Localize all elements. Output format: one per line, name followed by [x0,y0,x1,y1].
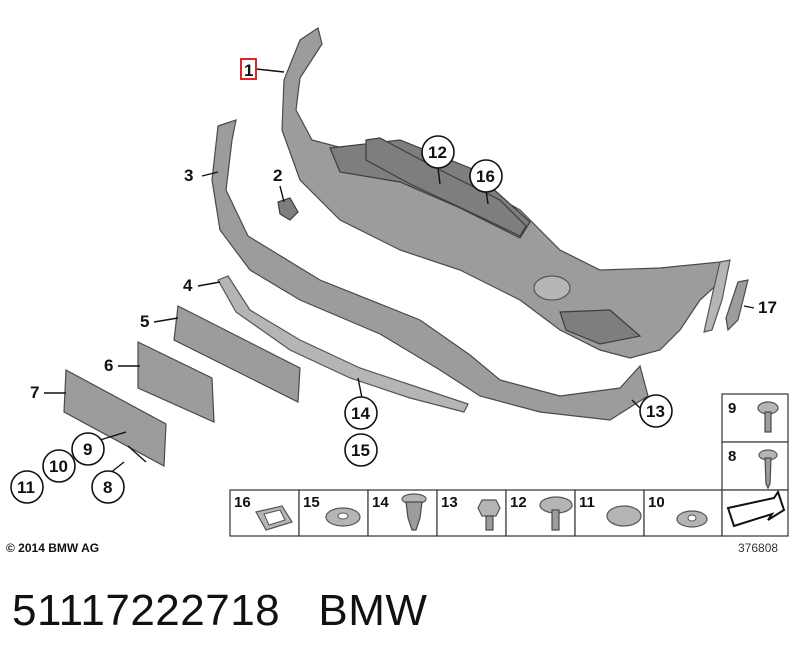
plate-base-part [173,305,301,403]
hardware-label-14: 14 [372,494,389,511]
brand-name: BMW [318,586,428,635]
callout-10-circle [42,449,76,483]
direction-arrow-icon [726,489,786,528]
callout-3: 3 [184,166,193,185]
callout-15-circle [344,433,378,467]
hardware-label-13: 13 [441,494,458,511]
cap-icon [606,505,642,527]
callout-4: 4 [183,276,193,295]
bracket-part [277,197,299,221]
callout-12-circle [421,135,455,169]
callout-9-circle [71,432,105,466]
plate-holder-part [137,341,215,423]
hardware-label-15: 15 [303,494,320,511]
chrome-strip-part [217,275,469,413]
copyright-notice: © 2014 BMW AG [6,541,100,555]
parts-diagram: 1 2 3 4 5 6 7 17 12 16 14 15 13 9 10 11 … [10,27,789,537]
callout-16: 16 [476,167,495,186]
callout-6: 6 [104,356,113,375]
hardware-label-12: 12 [510,494,527,511]
highlight-box [240,58,257,80]
hardware-label-11: 11 [579,494,595,511]
hardware-label-16: 16 [234,494,251,511]
callout-8-circle [91,470,125,504]
hex-bolt-icon [477,499,501,517]
grille-insert-part [365,137,527,237]
callout-12: 12 [428,143,447,162]
callout-9: 9 [83,440,92,459]
callout-13: 13 [646,402,665,421]
hardware-side-column: 9 8 [721,393,789,491]
callout-5: 5 [140,312,149,331]
part-number: 51117222718 [12,586,281,635]
callout-15: 15 [351,441,370,460]
hardware-label-8: 8 [728,448,736,465]
hardware-label-10: 10 [648,494,665,511]
callout-16-circle [469,159,503,193]
callout-8: 8 [103,478,112,497]
plate-bracket-part [63,369,167,467]
callout-10: 10 [49,457,68,476]
hardware-label-9: 9 [728,400,736,417]
callout-11: 11 [17,478,35,497]
side-reflector-part [725,279,749,332]
callout-2: 2 [273,166,282,185]
callout-14: 14 [351,404,370,423]
callout-13-circle [639,394,673,428]
lower-trim-strip-part [211,119,649,421]
callout-14-circle [344,396,378,430]
callout-17: 17 [758,298,777,317]
callout-7: 7 [30,383,39,402]
hardware-bottom-row: 16 15 14 13 12 11 10 [229,489,789,537]
part-number-caption: 51117222718 BMW [12,586,427,636]
callout-1: 1 [244,61,253,80]
diagram-number: 376808 [738,541,779,555]
callout-11-circle [10,470,44,504]
